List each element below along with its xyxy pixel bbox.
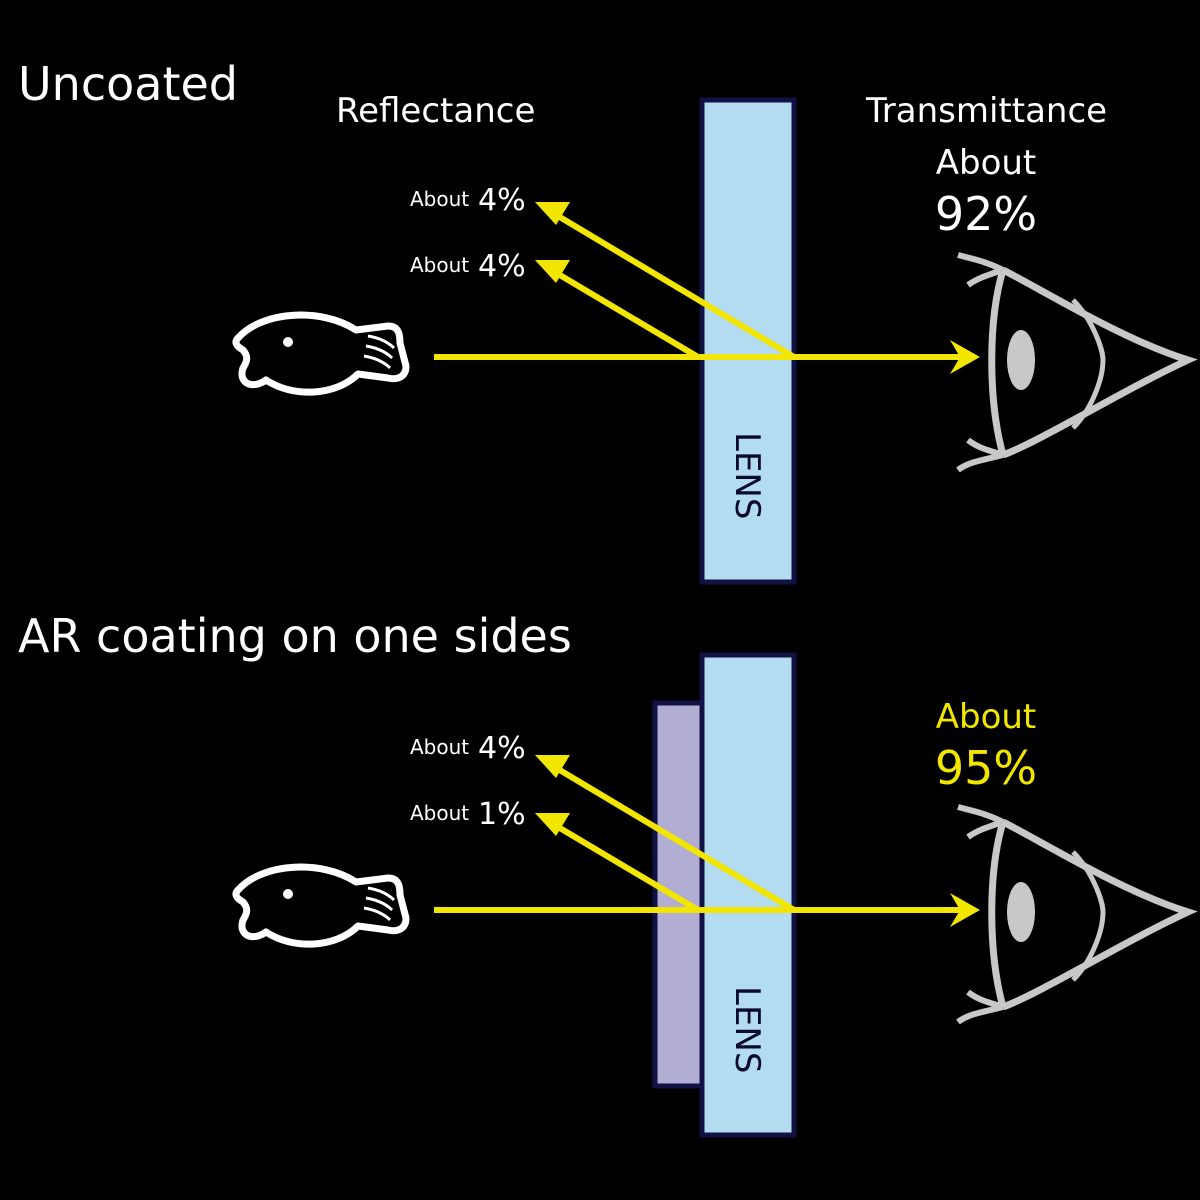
reflect-ray-1 xyxy=(546,207,796,360)
coated-reflect-1-prefix: About xyxy=(410,735,469,759)
reflect-arrow-2-icon xyxy=(535,260,570,283)
ar-coating xyxy=(652,700,705,1089)
coated-reflect-arrow-1-icon xyxy=(535,755,570,778)
reflect-ray-2 xyxy=(546,265,700,360)
reflect-arrow-1-icon xyxy=(535,202,570,225)
eye-icon xyxy=(958,255,1188,470)
coated-fish-icon xyxy=(236,867,406,944)
coated-reflect-ray-2 xyxy=(546,818,700,913)
transmit-value: 92% xyxy=(935,187,1037,241)
coated-reflect-ray-1 xyxy=(546,760,796,913)
coated-title: AR coating on one sides xyxy=(18,609,572,663)
reflect-1-prefix: About xyxy=(410,187,469,211)
reflect-2-value: 4% xyxy=(478,249,526,284)
reflect-2-prefix: About xyxy=(410,253,469,277)
coated-lens-label: LENS xyxy=(727,986,767,1073)
transmittance-label: Transmittance xyxy=(865,91,1107,131)
lens xyxy=(699,97,797,585)
coated-reflect-arrow-2-icon xyxy=(535,813,570,836)
coated-lens xyxy=(699,652,797,1138)
uncoated-title: Uncoated xyxy=(18,57,238,111)
transmit-arrow-icon xyxy=(950,340,980,374)
coated-transmit-value: 95% xyxy=(935,741,1037,795)
coated-eye-icon xyxy=(958,807,1188,1022)
coated-reflect-2-prefix: About xyxy=(410,801,469,825)
coated-reflect-1-value: 4% xyxy=(478,731,526,766)
reflectance-label: Reflectance xyxy=(336,91,535,131)
coated-transmit-arrow-icon xyxy=(950,893,980,927)
coated-reflect-2-value: 1% xyxy=(478,797,526,832)
transmit-prefix: About xyxy=(936,143,1037,183)
reflect-1-value: 4% xyxy=(478,183,526,218)
fish-icon xyxy=(236,315,406,392)
coated-transmit-prefix: About xyxy=(936,697,1037,737)
lens-label: LENS xyxy=(727,432,767,519)
